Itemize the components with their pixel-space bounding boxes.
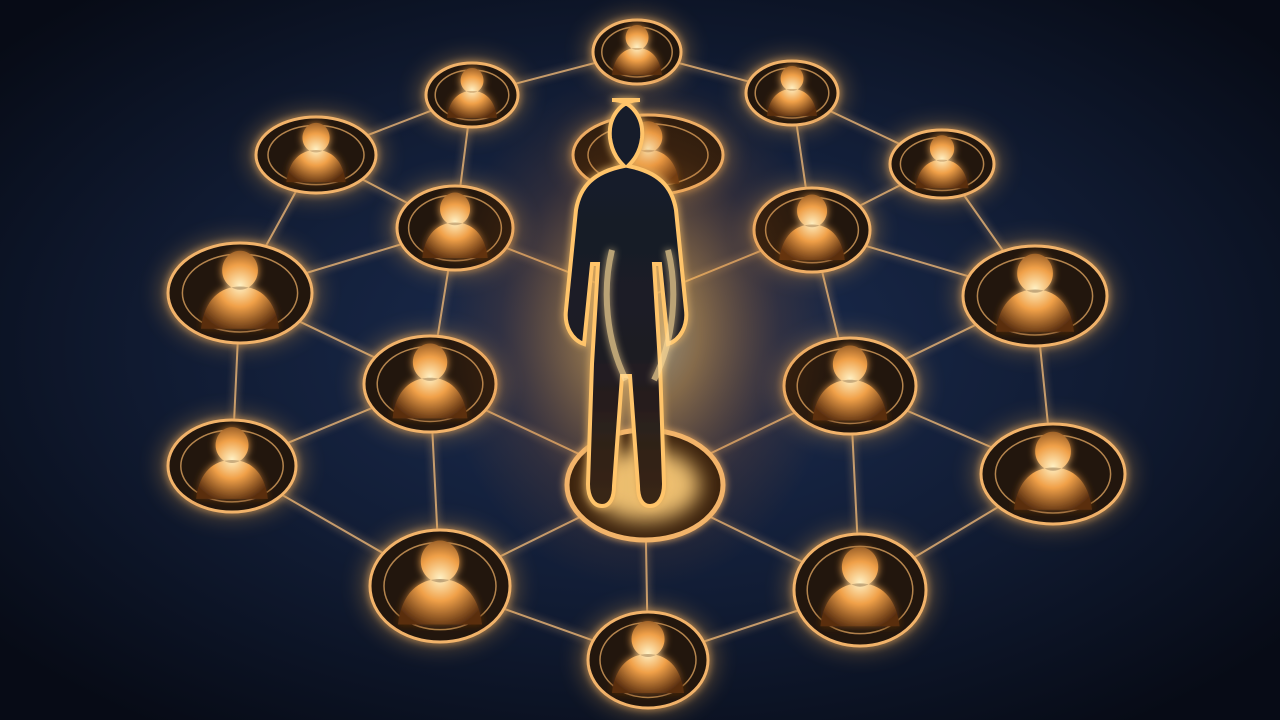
person-avatar-icon xyxy=(286,122,346,183)
network-node xyxy=(360,522,520,650)
network-node xyxy=(880,122,1004,206)
person-avatar-icon xyxy=(1014,431,1092,510)
person-avatar-icon xyxy=(612,621,684,693)
person-silhouette xyxy=(563,98,689,509)
network-node xyxy=(158,235,322,351)
network-node xyxy=(784,526,936,654)
network-node xyxy=(953,238,1117,354)
silhouette-inner-glow xyxy=(603,249,677,382)
network-node xyxy=(416,55,528,135)
person-avatar-icon xyxy=(398,540,482,625)
person-avatar-icon xyxy=(820,547,900,627)
person-avatar-icon xyxy=(996,253,1074,332)
network-node xyxy=(246,109,386,201)
person-avatar-icon xyxy=(767,65,817,116)
person-avatar-icon xyxy=(612,24,662,75)
person-avatar-icon xyxy=(196,427,268,499)
person-avatar-icon xyxy=(447,67,497,118)
network-node xyxy=(158,412,306,520)
person-avatar-icon xyxy=(915,135,969,189)
network-node xyxy=(971,416,1135,532)
network-node xyxy=(578,604,718,716)
person-avatar-icon xyxy=(201,250,279,329)
network-node xyxy=(736,53,848,133)
node-inner-ring xyxy=(806,545,914,635)
central-figure xyxy=(440,70,840,590)
